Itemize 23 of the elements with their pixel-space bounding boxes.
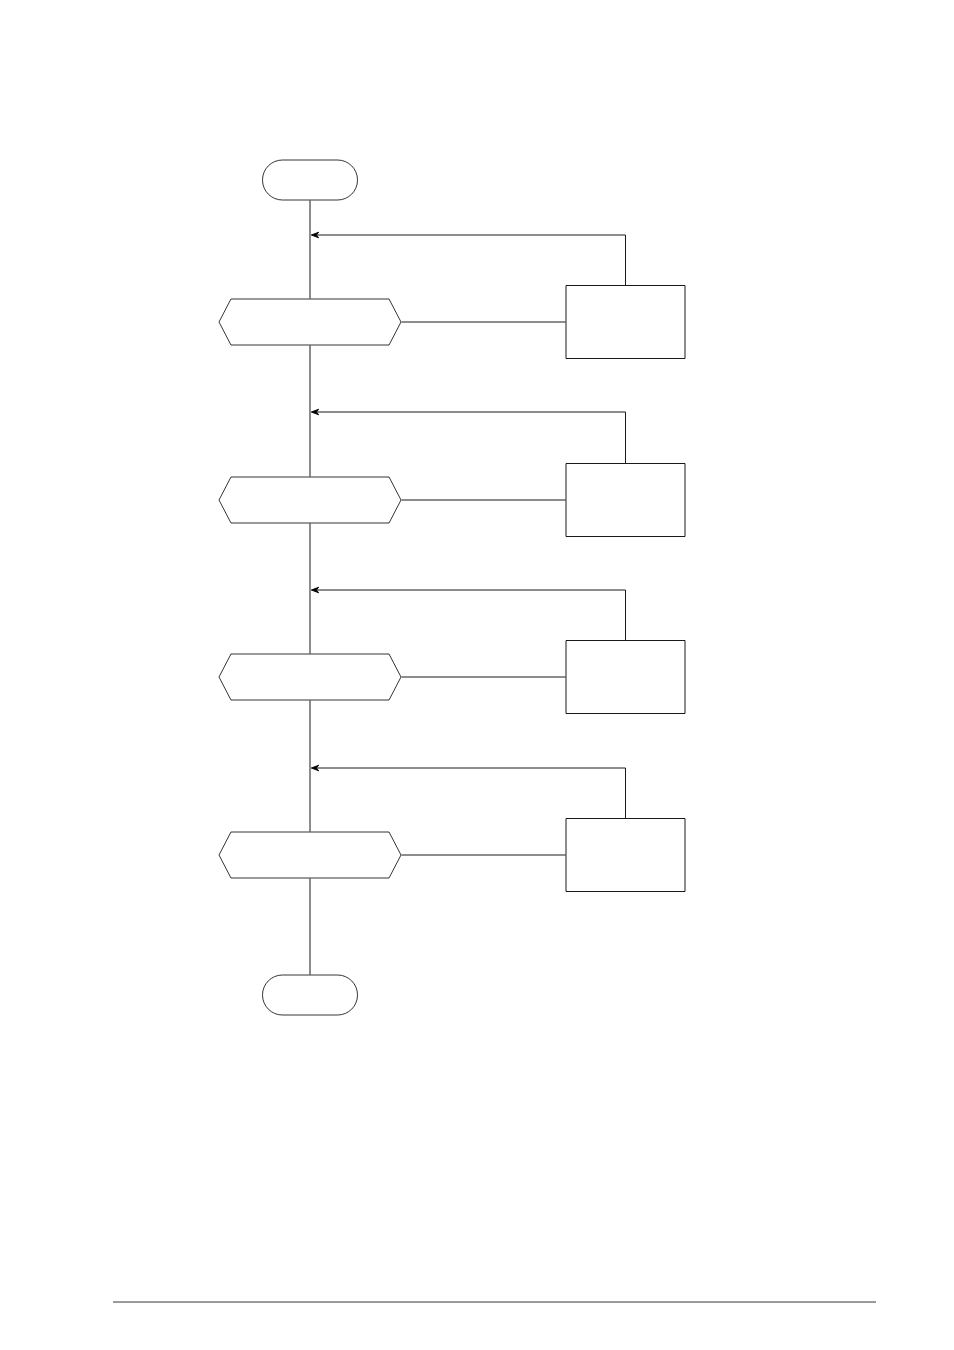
flow-line (309, 522, 311, 655)
flow-line (401, 854, 566, 856)
hexagon (218, 476, 402, 524)
rounded-box (262, 159, 358, 201)
process-box (565, 818, 686, 892)
flow-line (309, 199, 311, 300)
arrow (310, 408, 626, 464)
flow-line (309, 344, 311, 478)
process-box (565, 463, 686, 537)
process-box (565, 640, 686, 714)
rounded-box (262, 974, 358, 1016)
flow-line (309, 699, 311, 833)
flow-line (401, 676, 566, 678)
flow-line (401, 499, 566, 501)
arrow (310, 586, 626, 641)
arrow (310, 231, 626, 286)
hexagon (218, 831, 402, 879)
arrow (310, 764, 626, 819)
flow-line (401, 321, 566, 323)
hexagon (218, 653, 402, 701)
hexagon (218, 298, 402, 346)
flow-line (309, 877, 311, 976)
process-box (565, 285, 686, 359)
